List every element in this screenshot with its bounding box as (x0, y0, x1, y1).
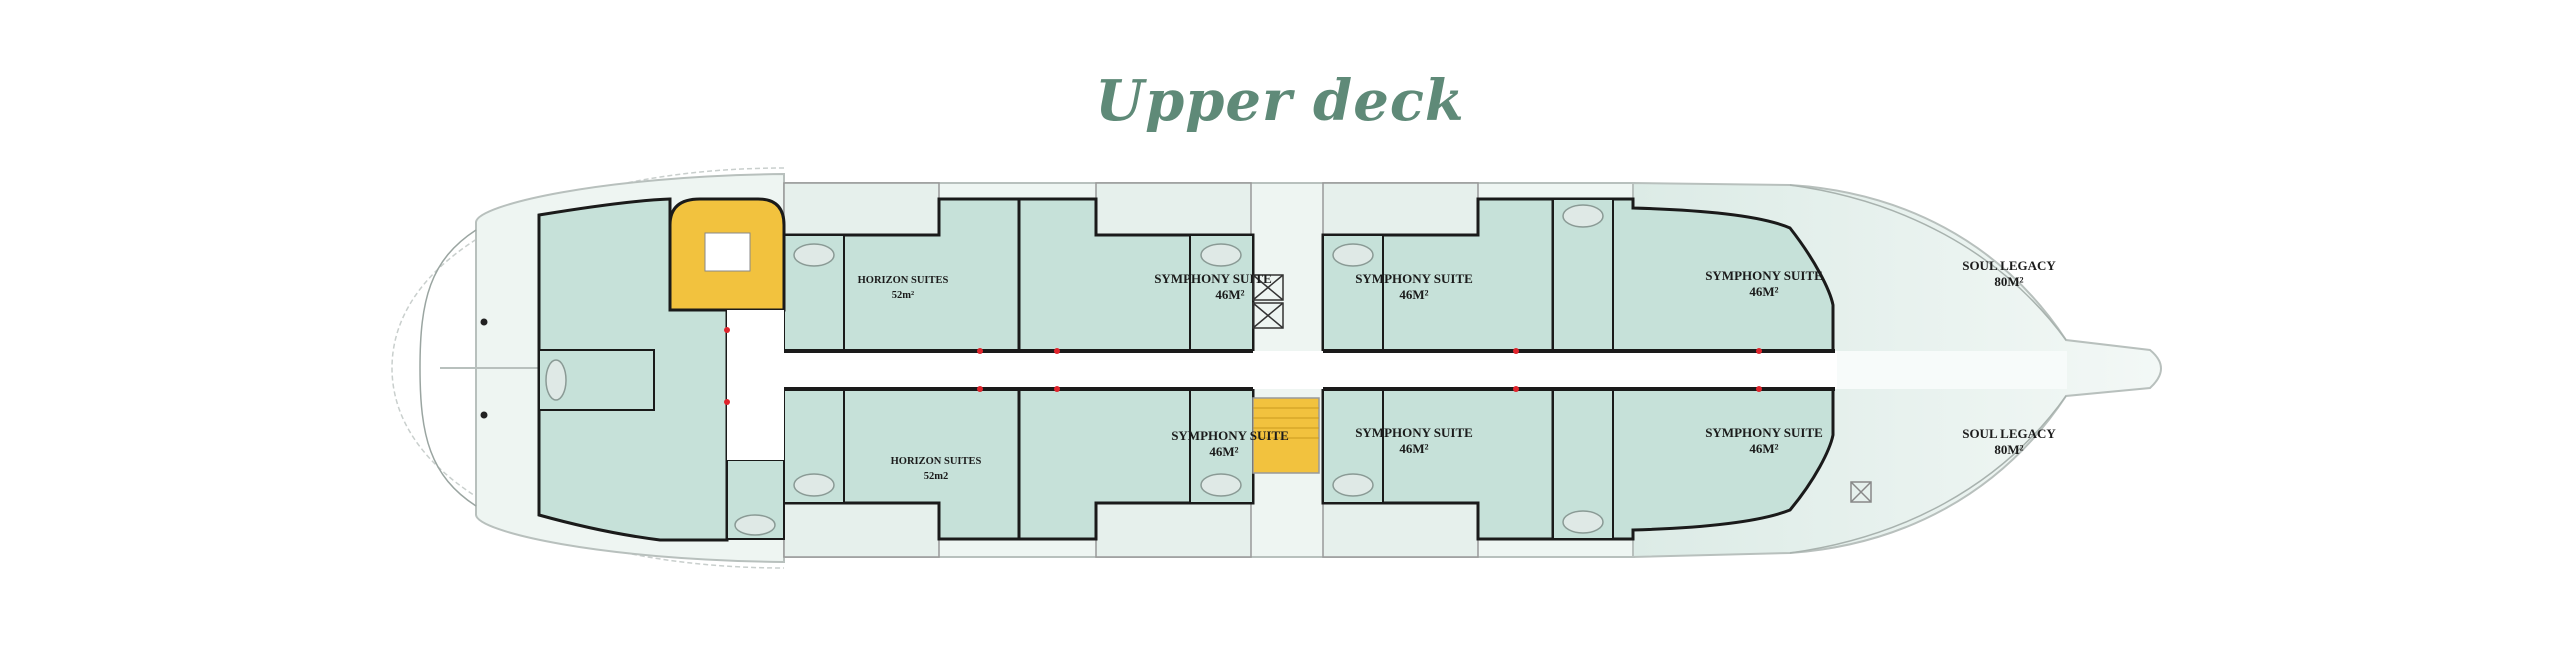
room-area: 80M² (1994, 274, 2023, 289)
bow-rail (1789, 395, 2067, 554)
room-name: SYMPHONY SUITE (1154, 271, 1272, 286)
stern-rail (419, 229, 477, 507)
hatch-icon (1850, 481, 1872, 503)
room-area: 52m² (892, 290, 914, 301)
stair-steps (1253, 407, 1319, 439)
corridor (727, 351, 1837, 389)
page-title: Upper deck (1095, 68, 1465, 134)
room-area: 80M² (1994, 442, 2023, 457)
room-area: 46M² (1215, 287, 1244, 302)
balconies (783, 182, 1479, 558)
room-area: 46M² (1209, 444, 1238, 459)
room-name: SYMPHONY SUITE (1705, 268, 1823, 283)
bollard (480, 411, 488, 419)
bow-rail (1789, 184, 2067, 341)
door-markers (724, 327, 1762, 405)
room-name: SYMPHONY SUITE (1355, 425, 1473, 440)
room-area: 46M² (1749, 284, 1778, 299)
bathtub-icons (545, 204, 1604, 536)
room-area: 46M² (1399, 441, 1428, 456)
room-name: SOUL LEGACY (1962, 426, 2056, 441)
room-name: SYMPHONY SUITE (1171, 428, 1289, 443)
elevator-icon (1252, 274, 1284, 329)
room-name: HORIZON SUITES (891, 456, 982, 467)
corridor-foredeck (1837, 351, 2067, 389)
room-area: 52m2 (924, 471, 949, 482)
room-name: HORIZON SUITES (858, 275, 949, 286)
bollard (480, 318, 488, 326)
center-staircase (1252, 397, 1320, 474)
symphony-suite-top-3 (1551, 197, 1835, 353)
room-name: SOUL LEGACY (1962, 258, 2056, 273)
corridor-vestibule (727, 310, 784, 460)
room-area: 46M² (1399, 287, 1428, 302)
room-area: 46M² (1749, 441, 1778, 456)
room-name: SYMPHONY SUITE (1705, 425, 1823, 440)
stair-well (704, 232, 751, 272)
room-name: SYMPHONY SUITE (1355, 271, 1473, 286)
corridor-walls (784, 349, 1835, 391)
symphony-suite-bottom-3 (1551, 387, 1835, 541)
